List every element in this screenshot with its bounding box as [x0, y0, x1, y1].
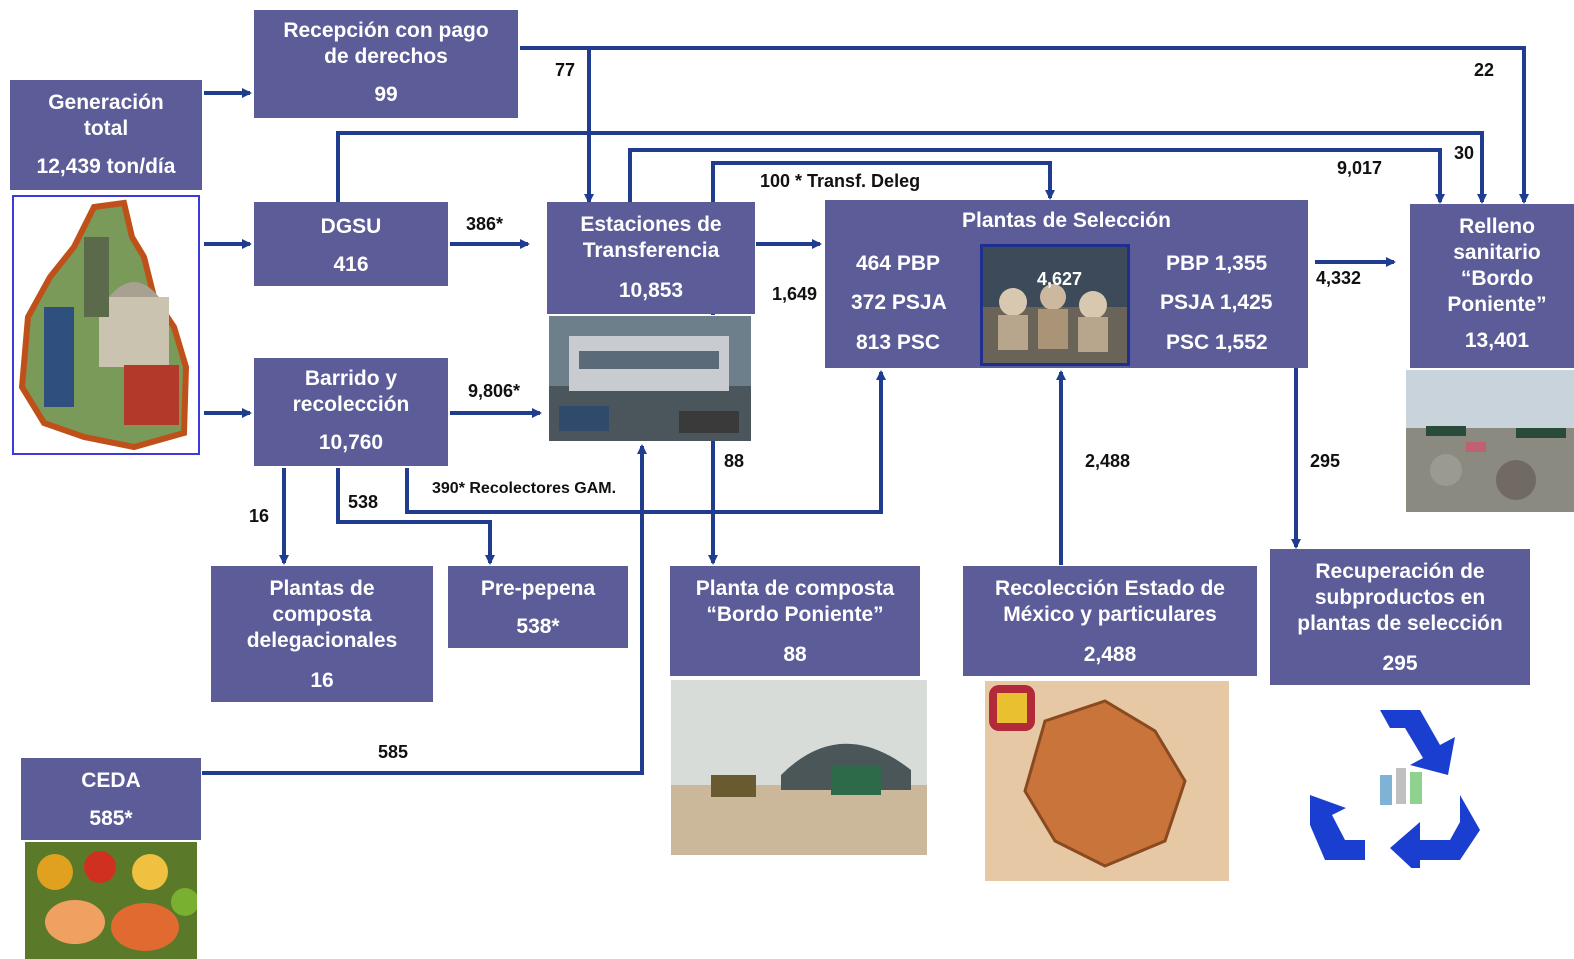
prepepena-box: Pre-pepena 538*: [448, 566, 628, 648]
plantas-seleccion-title: Plantas de Selección: [962, 209, 1171, 232]
flow-label-386: 386*: [466, 214, 504, 234]
flow-label-77: 77: [555, 60, 576, 80]
flow-label-538: 538: [348, 492, 379, 512]
composta-bordo-title: Planta de composta “Bordo Poniente”: [695, 577, 895, 626]
barrido-title: Barrido y recolección: [292, 367, 410, 416]
ceda-value: 585*: [89, 807, 133, 830]
relleno-value: 13,401: [1464, 329, 1530, 352]
flow-label-22: 22: [1474, 60, 1495, 80]
recuperacion-box: Recuperación de subproductos en plantas …: [1270, 549, 1530, 685]
plantas-right-3: PSC 1,552: [1166, 331, 1268, 354]
flow-label-16: 16: [249, 506, 270, 526]
composta-deleg-value: 16: [310, 669, 334, 692]
flow-label-2488: 2,488: [1085, 451, 1131, 471]
dgsu-title: DGSU: [320, 215, 382, 238]
recepcion-box: Recepción con pago de derechos 99: [254, 10, 518, 118]
estaciones-box: Estaciones de Transferencia 10,853: [547, 202, 755, 314]
ceda-title: CEDA: [81, 769, 141, 792]
flow-label-390: 390* Recolectores GAM.: [432, 480, 617, 497]
generacion-value: 12,439 ton/día: [36, 155, 176, 178]
edomex-title: Recolección Estado de México y particula…: [995, 577, 1225, 626]
composta-bordo-value: 88: [783, 643, 807, 666]
plantas-center-value: 4,627: [1037, 269, 1083, 289]
plantas-left-1: 464 PBP: [856, 252, 941, 275]
estaciones-title: Estaciones de Transferencia: [580, 213, 722, 262]
plantas-right-1: PBP 1,355: [1166, 252, 1268, 275]
relleno-box: Relleno sanitario “Bordo Poniente” 13,40…: [1410, 204, 1574, 368]
composta-bordo-box: Planta de composta “Bordo Poniente” 88: [670, 566, 920, 676]
edomex-box: Recolección Estado de México y particula…: [963, 566, 1257, 676]
flow-label-295: 295: [1310, 451, 1341, 471]
recuperacion-value: 295: [1382, 652, 1418, 675]
fruits-photo: [25, 842, 197, 959]
flow-label-9017: 9,017: [1337, 158, 1383, 178]
prepepena-value: 538*: [516, 615, 560, 638]
barrido-value: 10,760: [318, 431, 384, 454]
flow-label-88: 88: [724, 451, 745, 471]
edomex-value: 2,488: [1083, 643, 1137, 666]
flow-label-9806: 9,806*: [468, 381, 521, 401]
compost-plant-photo: [671, 680, 927, 855]
ceda-box: CEDA 585*: [21, 758, 201, 840]
generacion-total-box: Generación total 12,439 ton/día: [10, 80, 202, 190]
generacion-title: Generación total: [48, 91, 164, 140]
flow-label-30: 30: [1454, 143, 1475, 163]
estaciones-value: 10,853: [618, 279, 684, 302]
transfer-station-photo: [549, 316, 751, 441]
plantas-right-2: PSJA 1,425: [1160, 291, 1273, 314]
estado-mexico-map: [985, 681, 1229, 881]
plantas-left-3: 813 PSC: [856, 331, 941, 354]
prepepena-title: Pre-pepena: [480, 577, 596, 600]
dgsu-box: DGSU 416: [254, 202, 448, 286]
composta-deleg-box: Plantas de composta delegacionales 16: [211, 566, 433, 702]
flow-label-100: 100 * Transf. Deleg: [760, 171, 921, 191]
relleno-title: Relleno sanitario “Bordo Poniente”: [1447, 215, 1547, 316]
recycle-symbol: [1310, 700, 1490, 868]
flow-label-585: 585: [378, 742, 409, 762]
flow-label-1649: 1,649: [772, 284, 818, 304]
composta-deleg-title: Plantas de composta delegacionales: [246, 577, 398, 652]
plantas-left-2: 372 PSJA: [851, 291, 947, 314]
landfill-photo: [1406, 370, 1574, 512]
recepcion-value: 99: [374, 83, 398, 106]
recuperacion-title: Recuperación de subproductos en plantas …: [1297, 560, 1503, 635]
barrido-box: Barrido y recolección 10,760: [254, 358, 448, 466]
ciudad-map-photo: [12, 195, 200, 455]
sorting-plant-photo: 4,627: [980, 244, 1130, 366]
flow-label-4332: 4,332: [1316, 268, 1362, 288]
dgsu-value: 416: [333, 253, 369, 276]
recepcion-title: Recepción con pago de derechos: [283, 19, 489, 68]
